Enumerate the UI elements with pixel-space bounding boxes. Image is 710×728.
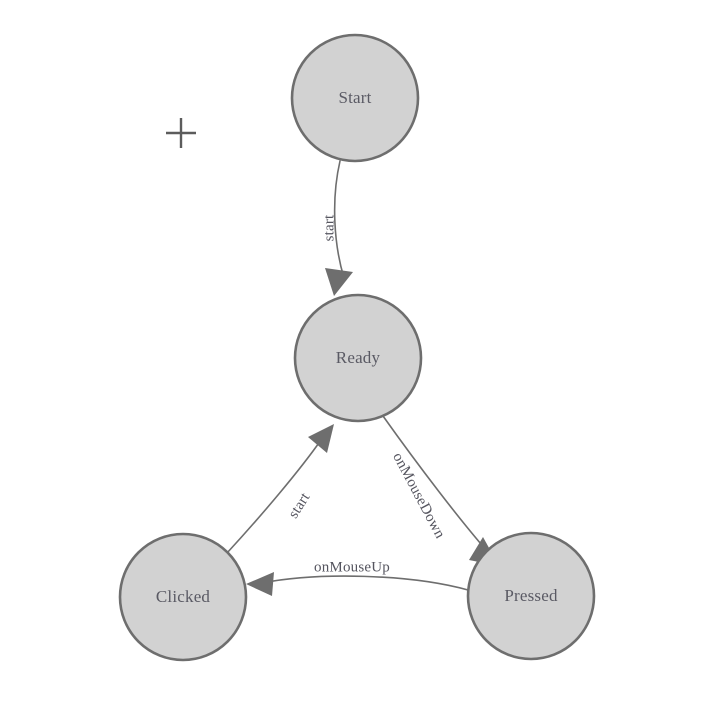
edge-pressed-to-clicked[interactable]: onMouseUp (246, 559, 469, 596)
arrowhead-into-ready-from-start (325, 268, 353, 296)
arrowhead-into-clicked (246, 572, 274, 596)
node-start[interactable]: Start (290, 33, 420, 163)
edge-clicked-to-ready[interactable]: start (226, 424, 334, 554)
node-circle-clicked[interactable] (118, 532, 248, 662)
edge-path-ready-to-pressed[interactable] (382, 415, 488, 552)
crosshair-icon[interactable] (166, 118, 196, 148)
node-circle-start[interactable] (290, 33, 420, 163)
edge-path-start-to-ready[interactable] (333, 160, 345, 279)
node-label-ready: Ready (336, 348, 381, 367)
edge-start-to-ready[interactable]: start (321, 160, 353, 296)
node-clicked[interactable]: Clicked (118, 532, 248, 662)
edge-path-pressed-to-clicked[interactable] (261, 575, 469, 591)
edge-ready-to-pressed[interactable]: onMouseDown (382, 415, 499, 566)
node-circle-pressed[interactable] (466, 531, 596, 661)
node-pressed[interactable]: Pressed (466, 531, 596, 661)
edge-path-clicked-to-ready[interactable] (226, 439, 322, 554)
node-label-start: Start (338, 88, 371, 107)
node-label-pressed: Pressed (504, 586, 558, 605)
node-circle-ready[interactable] (293, 293, 423, 423)
edge-label-start-to-ready: start (321, 214, 337, 241)
edge-label-clicked-to-ready: start (286, 490, 314, 522)
node-ready[interactable]: Ready (293, 293, 423, 423)
edge-label-pressed-to-clicked: onMouseUp (314, 559, 390, 575)
node-label-clicked: Clicked (156, 587, 211, 606)
arrowhead-into-ready-from-clicked (308, 424, 334, 453)
